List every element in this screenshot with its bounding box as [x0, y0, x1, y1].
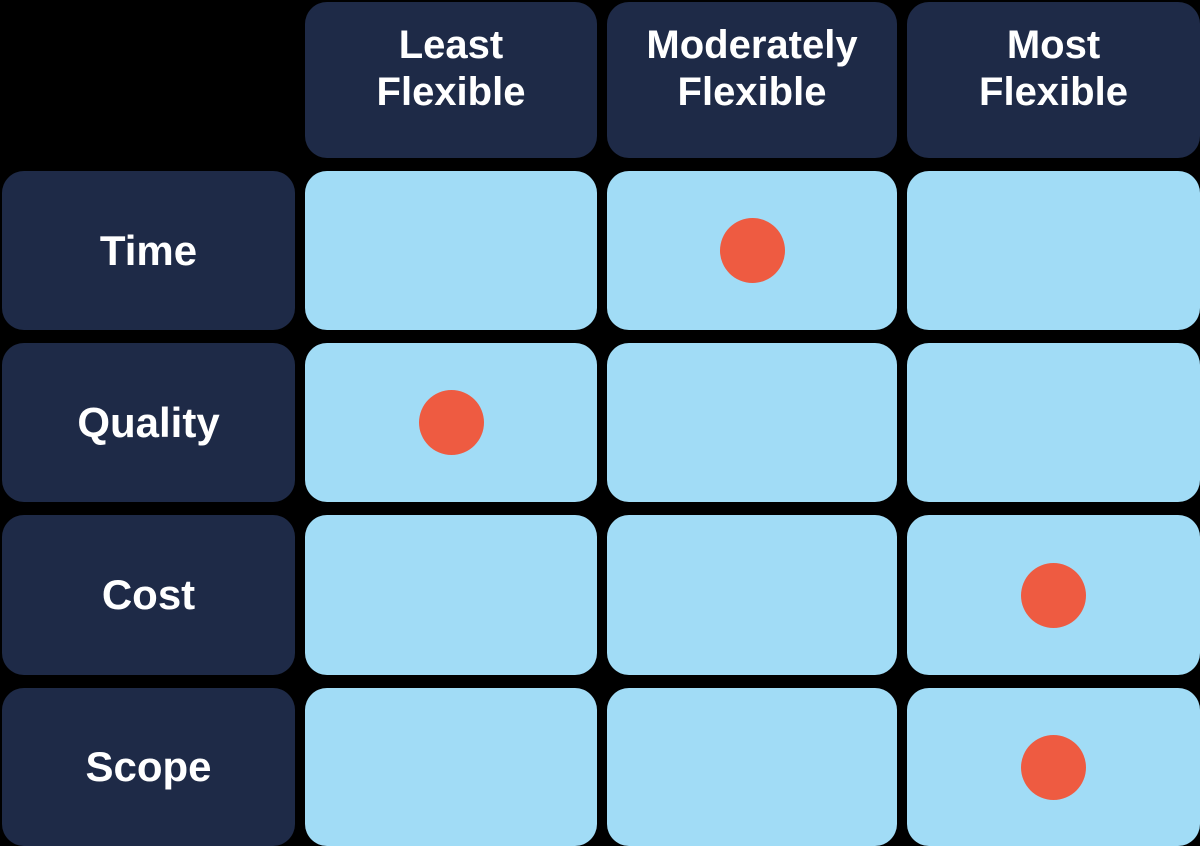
marker-dot [1021, 734, 1086, 800]
cell-time-moderately-flexible [607, 171, 897, 330]
cell-cost-moderately-flexible [607, 515, 897, 675]
column-header-most-flexible: Most Flexible [907, 2, 1200, 158]
cell-scope-most-flexible [907, 688, 1200, 846]
marker-dot [719, 218, 785, 283]
column-header-line: Flexible [979, 70, 1128, 114]
cell-cost-most-flexible [907, 515, 1200, 675]
row-label-cost: Cost [2, 515, 295, 675]
marker-dot [418, 390, 484, 455]
column-header-line: Least [398, 23, 504, 68]
cell-scope-moderately-flexible [607, 688, 897, 846]
cell-quality-most-flexible [907, 343, 1200, 502]
row-label-text: Quality [77, 398, 220, 446]
marker-dot [1021, 562, 1086, 628]
column-header-least-flexible: Least Flexible [305, 2, 597, 158]
column-header-line: Moderately [646, 23, 858, 68]
cell-cost-least-flexible [305, 515, 597, 675]
column-header-line: Most [1006, 23, 1101, 68]
cell-time-least-flexible [305, 171, 597, 330]
cell-scope-least-flexible [305, 688, 597, 846]
corner-spacer [2, 2, 295, 158]
cell-quality-least-flexible [305, 343, 597, 502]
column-header-line: Flexible [376, 70, 526, 114]
column-header-line: Flexible [677, 70, 827, 114]
cell-quality-moderately-flexible [607, 343, 897, 502]
row-label-text: Cost [101, 571, 196, 618]
row-label-scope: Scope [2, 688, 295, 846]
row-label-text: Scope [85, 743, 212, 790]
row-label-time: Time [2, 171, 295, 330]
row-label-text: Time [99, 226, 198, 274]
column-header-moderately-flexible: Moderately Flexible [607, 2, 897, 158]
row-label-quality: Quality [2, 343, 295, 502]
cell-time-most-flexible [907, 171, 1200, 330]
